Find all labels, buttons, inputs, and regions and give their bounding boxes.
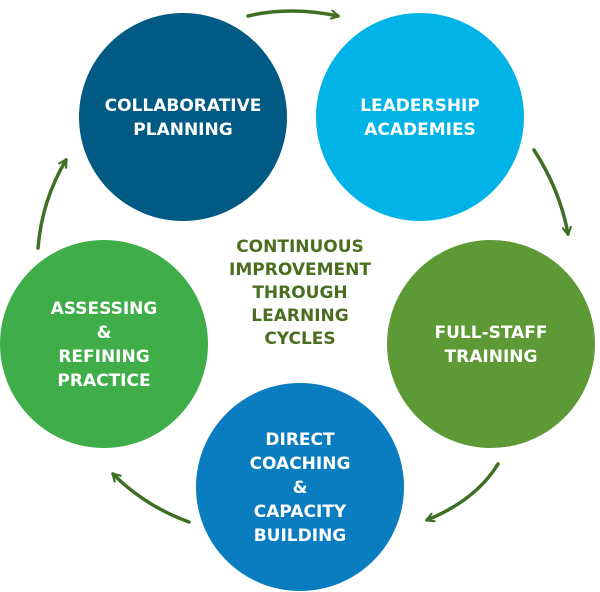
node-label-assessing-refining: ASSESSING (51, 299, 158, 319)
node-label-assessing-refining: REFINING (58, 347, 149, 367)
node-label-collaborative-planning: PLANNING (133, 120, 232, 140)
node-direct-coaching: DIRECT COACHING & CAPACITY BUILDING (196, 383, 404, 591)
node-circle-assessing-refining (0, 240, 208, 448)
cycle-nodes: COLLABORATIVE PLANNING LEADERSHIP ACADEMIES… (0, 13, 595, 591)
node-label-full-staff-training: FULL-STAFF (434, 323, 547, 343)
node-label-full-staff-training: TRAINING (445, 347, 538, 367)
node-leadership-academies: LEADERSHIP ACADEMIES (316, 13, 524, 221)
cycle-arrow-4 (111, 472, 191, 524)
cycle-arrow-3 (427, 462, 500, 520)
node-circle-leadership-academies (316, 13, 524, 221)
node-collaborative-planning: COLLABORATIVE PLANNING (79, 13, 287, 221)
center-title-line: LEARNING (251, 306, 348, 326)
node-circle-collaborative-planning (79, 13, 287, 221)
node-label-collaborative-planning: COLLABORATIVE (105, 96, 262, 116)
node-assessing-refining: ASSESSING & REFINING PRACTICE (0, 240, 208, 448)
node-circle-full-staff-training (387, 240, 595, 448)
node-label-direct-coaching: COACHING (250, 454, 351, 474)
center-title-line: CYCLES (264, 329, 335, 349)
center-title-line: CONTINUOUS (236, 237, 364, 257)
node-label-assessing-refining: PRACTICE (57, 371, 150, 391)
node-label-direct-coaching: & (293, 478, 308, 498)
node-full-staff-training: FULL-STAFF TRAINING (387, 240, 595, 448)
center-title-line: THROUGH (252, 283, 347, 303)
node-label-direct-coaching: DIRECT (265, 430, 335, 450)
node-label-assessing-refining: & (97, 323, 112, 343)
center-title-line: IMPROVEMENT (229, 260, 371, 280)
center-title: CONTINUOUS IMPROVEMENT THROUGH LEARNING CYCL… (229, 237, 371, 349)
cycle-arrows (36, 9, 568, 524)
cycle-arrow-1 (246, 9, 338, 16)
node-label-leadership-academies: LEADERSHIP (360, 96, 480, 116)
node-label-direct-coaching: CAPACITY (254, 502, 347, 522)
node-circle-direct-coaching (196, 383, 404, 591)
node-label-direct-coaching: BUILDING (254, 526, 347, 546)
cycle-arrow-2 (532, 148, 568, 234)
cycle-arrow-5 (36, 160, 68, 250)
node-label-leadership-academies: ACADEMIES (364, 120, 476, 140)
